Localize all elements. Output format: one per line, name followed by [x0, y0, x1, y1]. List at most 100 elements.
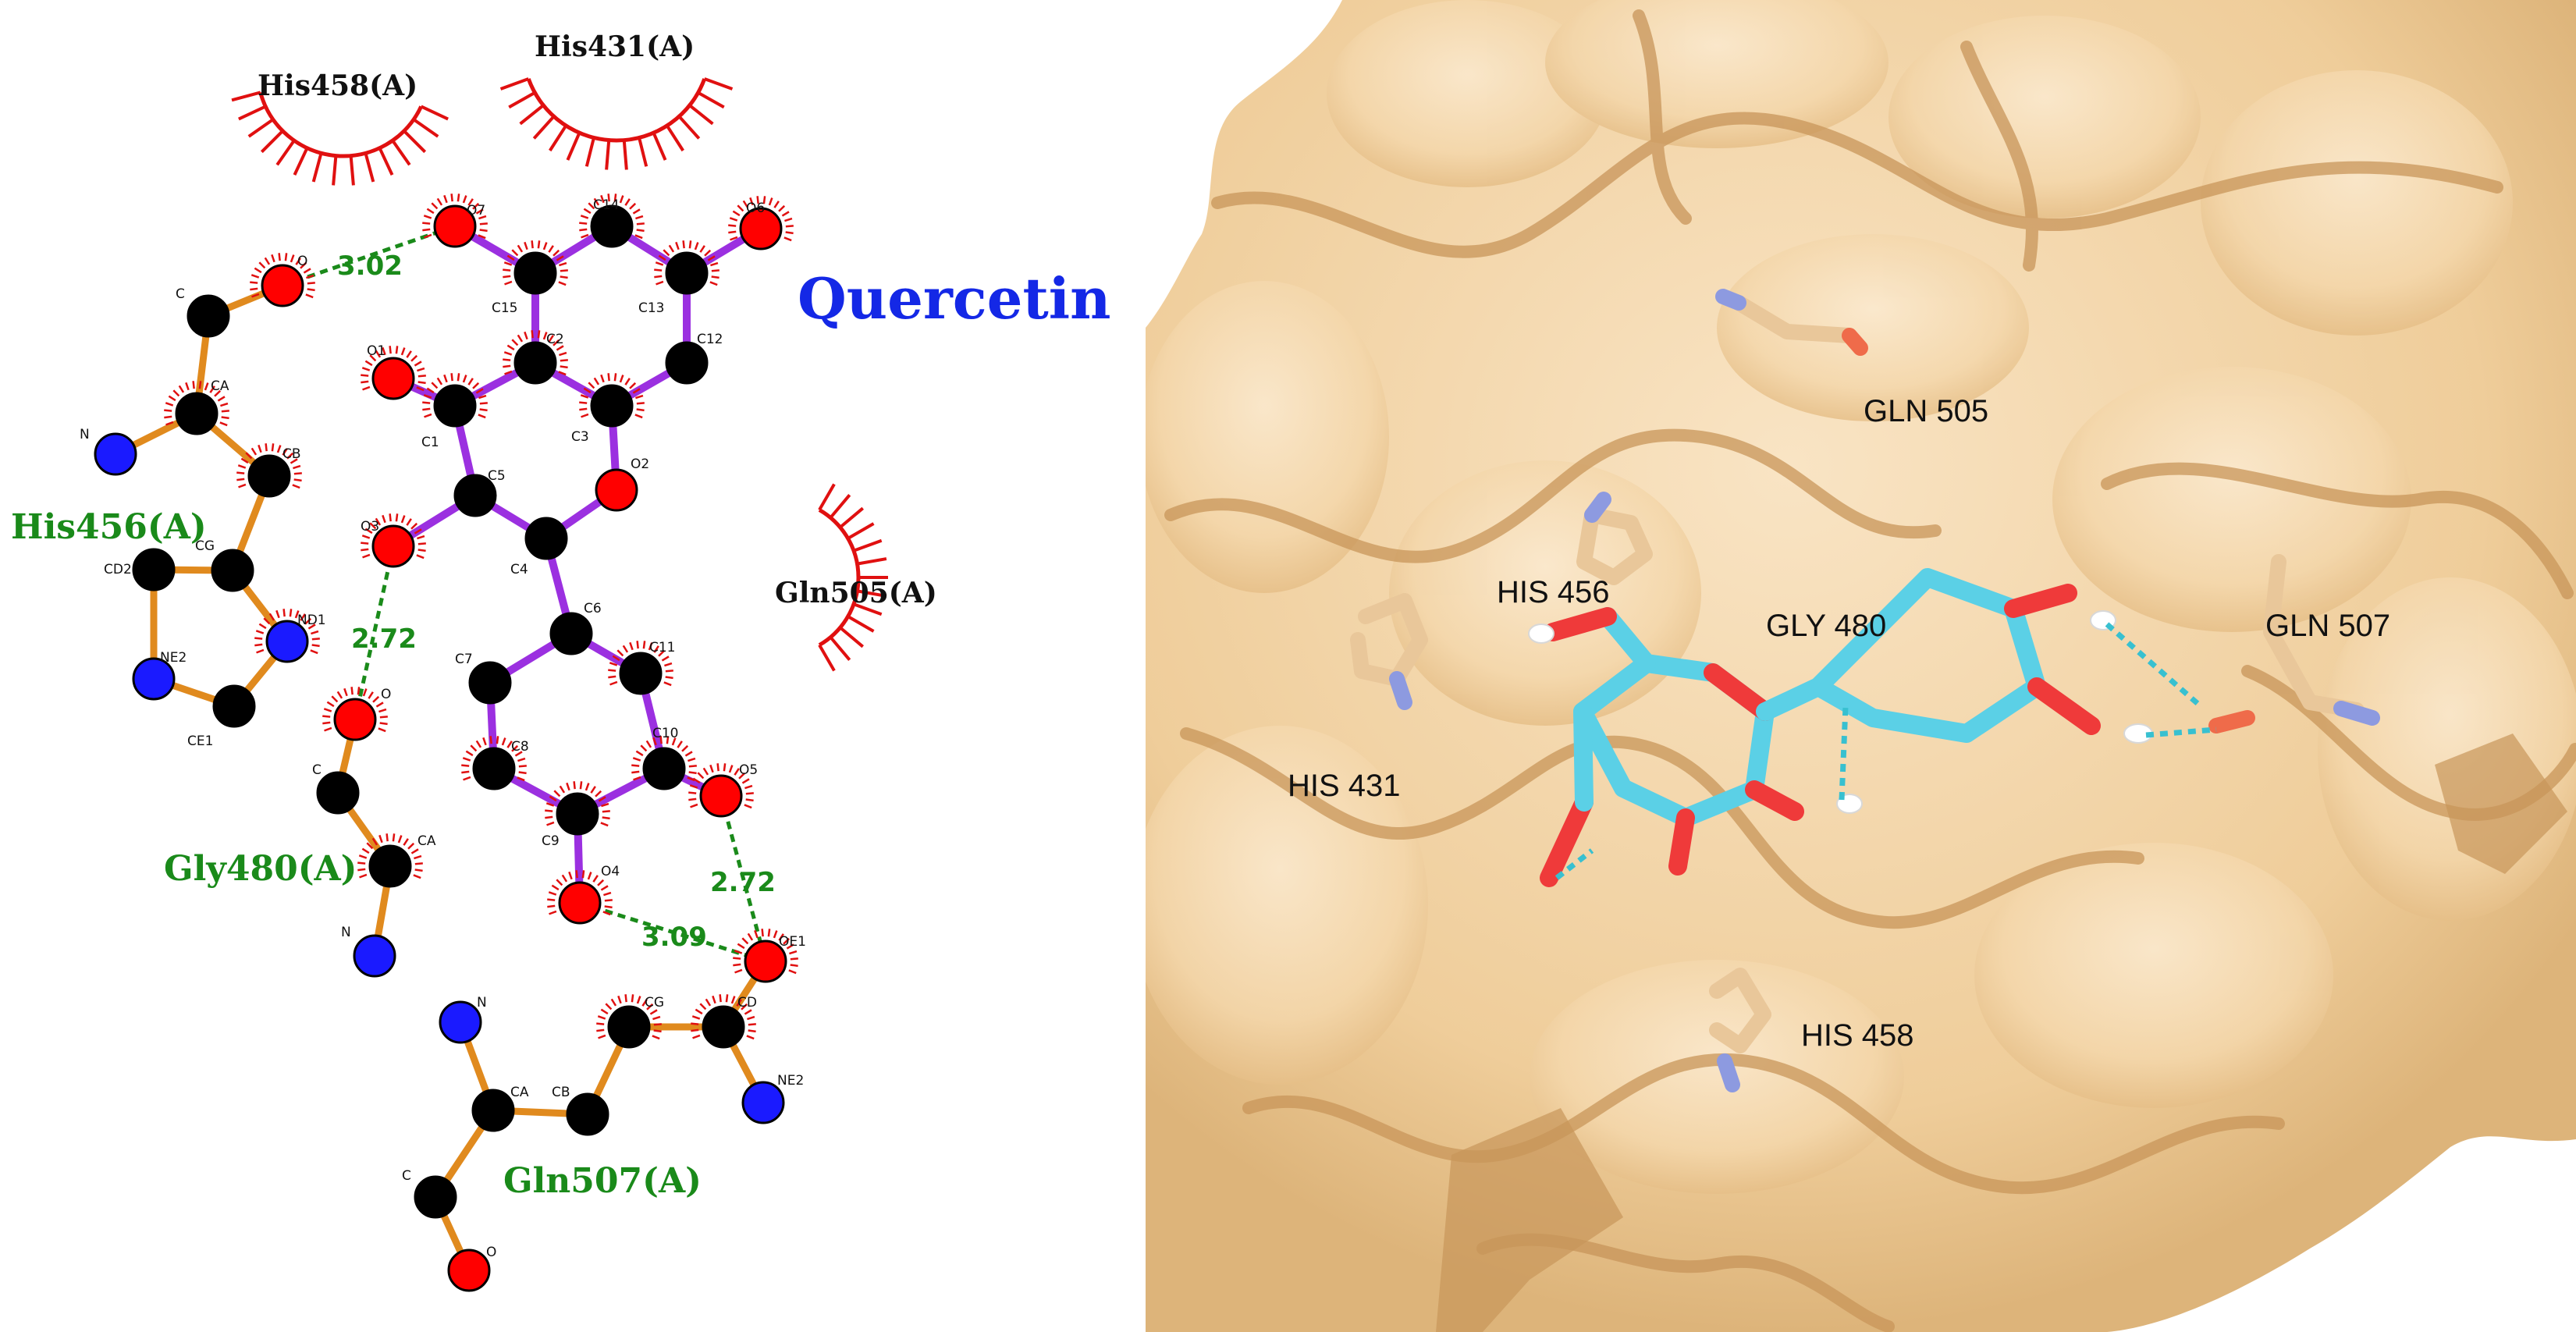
atom-label-c4: C4 [510, 562, 528, 577]
atom-label-his456-nd1: ND1 [297, 613, 326, 628]
atom-o6 [739, 207, 783, 250]
contact-spikes-his456-o [250, 253, 315, 299]
contact-spikes-his456-nd1 [254, 609, 320, 655]
atom-o3 [371, 524, 415, 568]
atom-label-his456-cg: CG [195, 538, 215, 554]
atom-c11 [619, 652, 663, 695]
atom-gln507-cg [607, 1005, 651, 1049]
label-his458: HIS 458 [1801, 1018, 1914, 1053]
atom-label-c14: C14 [593, 197, 620, 213]
atom-c13 [665, 251, 709, 295]
contact-spikes-his456-ca [164, 381, 229, 427]
atom-c12 [665, 341, 709, 385]
atom-label-gln507-c: C [402, 1168, 411, 1184]
contact-spikes-c10 [631, 736, 697, 782]
atom-label-gln507-ca: CA [510, 1085, 529, 1100]
contact-spikes-c15 [503, 240, 568, 286]
atom-gln507-n [439, 1000, 482, 1044]
atom-label-o6: O6 [746, 201, 765, 216]
atom-his456-ca [175, 392, 219, 435]
atom-c14 [590, 204, 634, 248]
atom-label-his456-n: N [80, 427, 90, 442]
atom-label-c9: C9 [542, 833, 560, 849]
atom-label-his456-ca: CA [211, 378, 229, 394]
atom-label-c2: C2 [546, 332, 564, 347]
contact-spikes-c11 [608, 641, 673, 687]
atom-c8 [472, 747, 516, 790]
atom-gly480-c [316, 771, 360, 815]
atom-label-his456-c: C [176, 286, 185, 302]
residue-label-his458: His458(A) [258, 69, 417, 102]
atom-label-gly480-o: O [381, 687, 391, 702]
distance-label-o3: 2.72 [351, 623, 417, 655]
contact-spikes-c14 [579, 194, 645, 240]
ligplot-panel: O7 C14 O6 C15 C13 C2 C12 O1 C1 C3 O2 C5 … [11, 30, 1110, 1292]
contact-spikes-o6 [728, 196, 794, 242]
hydrophobic-arcs [231, 77, 888, 672]
label-gly480: GLY 480 [1766, 609, 1886, 643]
atom-label-c15: C15 [492, 300, 518, 316]
label-gln507: GLN 507 [2265, 609, 2390, 643]
contact-spikes-o7 [422, 194, 488, 240]
atom-gln507-ne2 [741, 1081, 785, 1124]
atom-label-gly480-c: C [312, 762, 322, 778]
ligand-sticks [1540, 568, 2101, 887]
contact-spikes-gln507-cd [691, 994, 756, 1040]
atom-label-o4: O4 [601, 864, 620, 879]
atom-o2 [595, 468, 638, 512]
contact-spikes-c2 [503, 330, 568, 376]
atom-c3 [590, 384, 634, 428]
atom-his456-cb [247, 454, 291, 498]
atom-o7 [433, 204, 477, 248]
contact-spikes-o3 [361, 513, 426, 559]
atom-gly480-o [333, 698, 377, 741]
surface-panel: GLN 505 HIS 456 GLY 480 GLN 507 HIS 431 … [1146, 0, 2576, 1332]
atom-label-o3: O3 [361, 519, 379, 535]
atom-c9 [556, 792, 599, 836]
atom-label-o7: O7 [467, 203, 485, 218]
atom-c6 [549, 612, 593, 655]
atom-label-gln507-cb: CB [552, 1085, 570, 1100]
atom-label-c3: C3 [571, 429, 589, 445]
atom-label-gln507-ne2: NE2 [777, 1073, 804, 1089]
contact-spikes-c9 [545, 781, 610, 827]
atom-label-c6: C6 [584, 601, 602, 616]
atom-gln507-o [447, 1249, 491, 1292]
protein-ribbons [1164, 9, 2576, 1332]
beta-sheets [1436, 733, 2567, 1332]
atom-o5 [699, 774, 743, 818]
residue-label-gln507: Gln507(A) [503, 1161, 702, 1201]
atom-c5 [453, 474, 497, 517]
side-chains [1350, 289, 2380, 1092]
atom-label-o1: O1 [367, 343, 386, 359]
hydrophobic-arc-his431 [499, 77, 734, 170]
atom-label-c5: C5 [488, 468, 506, 484]
distance-labels: 3.02 2.72 2.72 3.09 [337, 250, 776, 953]
residue-label-his431: His431(A) [535, 30, 695, 63]
contact-spikes-c8 [461, 736, 527, 782]
hydrophobic-arc-his458 [231, 91, 449, 186]
atom-o1 [371, 357, 415, 400]
label-his456: HIS 456 [1497, 575, 1610, 609]
atom-gln507-ca [471, 1089, 515, 1132]
atom-c4 [524, 517, 568, 560]
atom-label-c13: C13 [638, 300, 665, 316]
atom-labels: O7 C14 O6 C15 C13 C2 C12 O1 C1 C3 O2 C5 … [80, 197, 806, 1260]
contact-spikes-gly480-ca [357, 833, 423, 879]
atom-his456-ce1 [212, 684, 256, 728]
contact-spikes-c3 [579, 373, 645, 419]
atom-c2 [513, 341, 557, 385]
atom-his456-cd2 [132, 548, 176, 591]
atom-contact-markers [164, 194, 798, 1040]
contact-spikes-gln507-oe1 [733, 929, 798, 975]
atom-label-gln507-cd: CD [737, 995, 757, 1011]
atom-c1 [433, 384, 477, 428]
residue-label-gln505: Gln505(A) [775, 577, 937, 609]
atom-label-gly480-n: N [341, 925, 351, 940]
ligand-name: Quercetin [798, 265, 1110, 332]
atom-gln507-cb [566, 1092, 609, 1136]
residue-label-gly480: Gly480(A) [164, 849, 357, 889]
atom-label-his456-ce1: CE1 [187, 733, 213, 749]
residue-label-his456: His456(A) [11, 507, 207, 547]
atom-c10 [642, 747, 686, 790]
